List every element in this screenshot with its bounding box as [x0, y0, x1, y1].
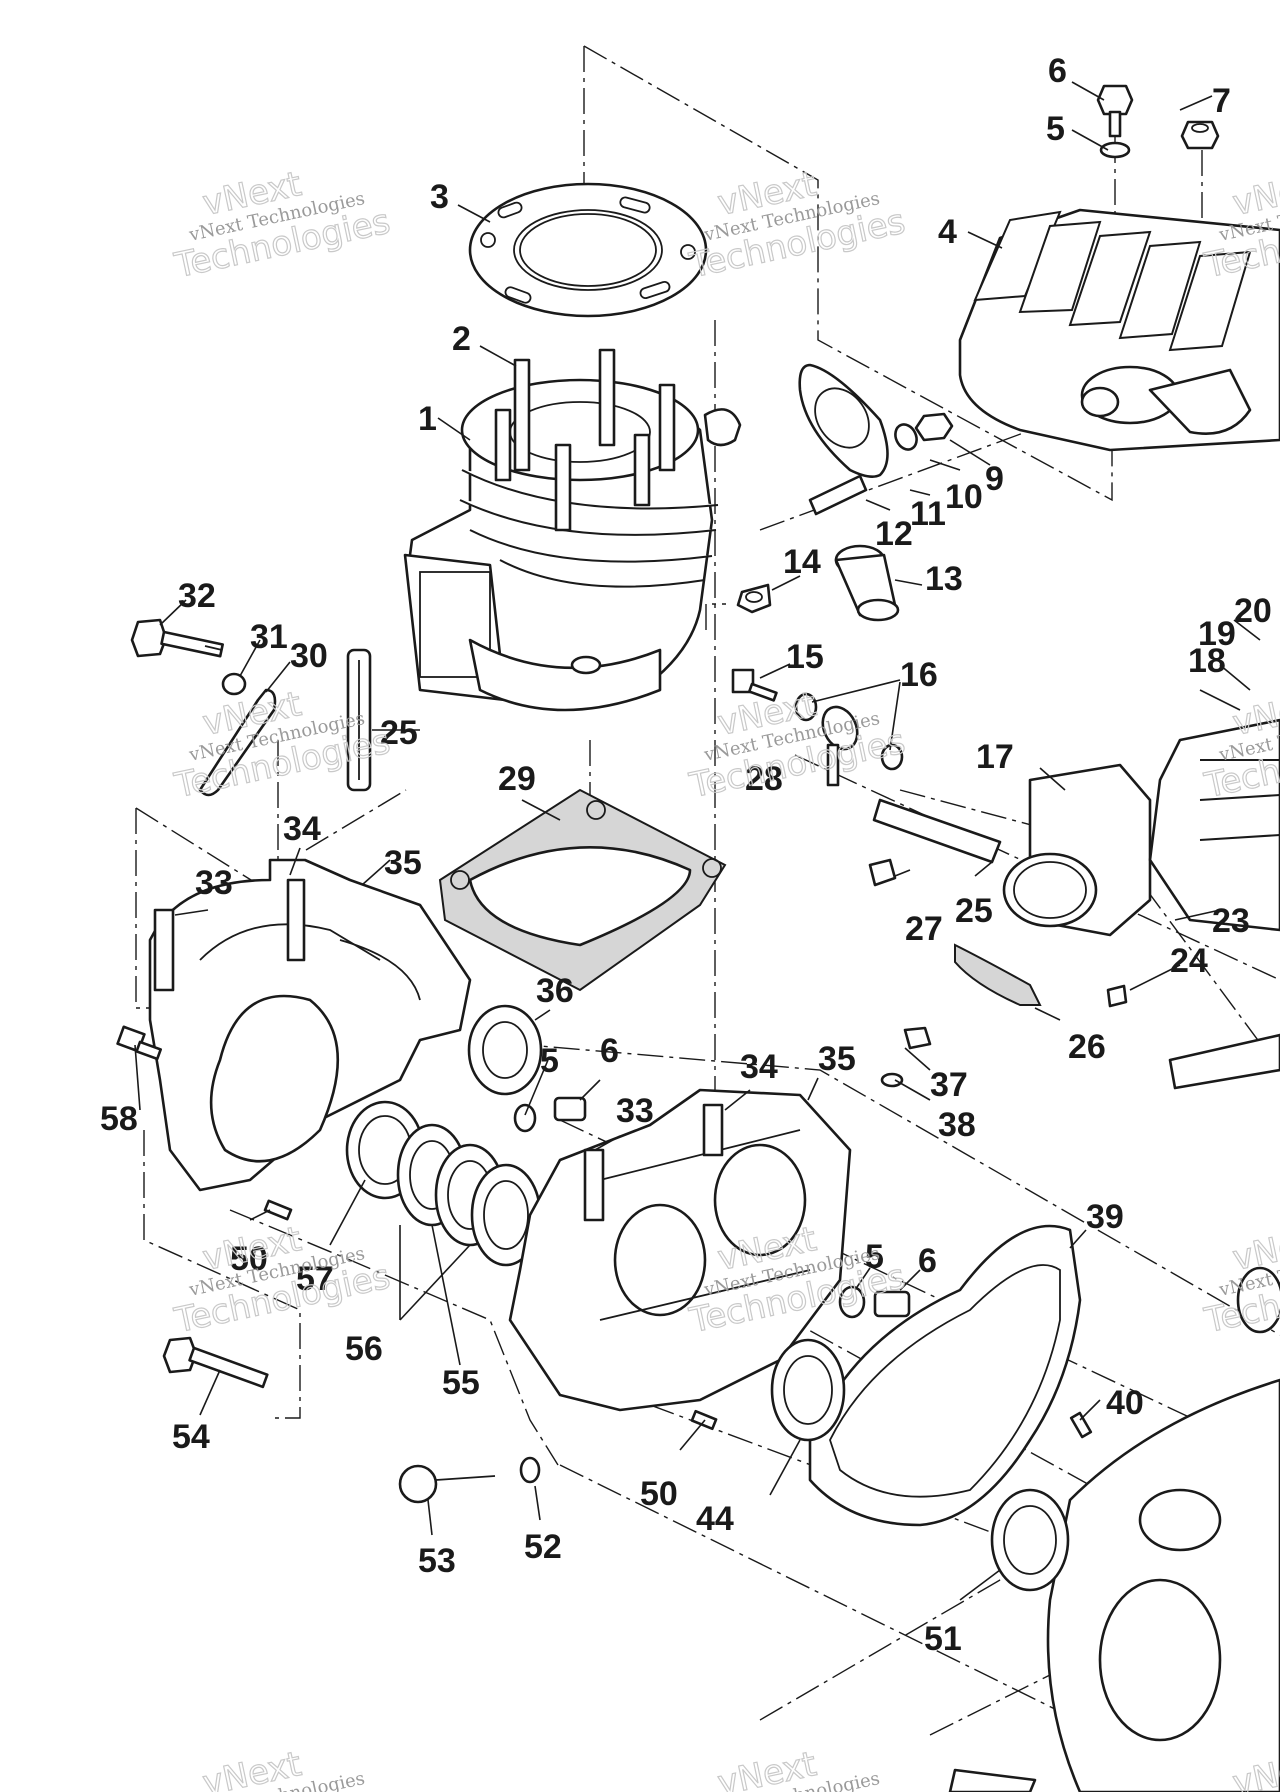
callout-19: 19	[1198, 615, 1236, 653]
callout-2: 2	[452, 320, 471, 358]
callout-7: 7	[1212, 82, 1231, 120]
small-hardware	[116, 1025, 1093, 1792]
watermark-9: vNext vNext Technologies Technologies	[1200, 1219, 1280, 1342]
callout-31: 31	[250, 618, 288, 656]
callout-1: 1	[418, 400, 437, 438]
head-gasket	[468, 182, 708, 318]
callout-17: 17	[976, 738, 1014, 776]
callout-40: 40	[1106, 1384, 1144, 1422]
watermark-11: vNext vNext Technologies	[702, 1744, 882, 1792]
callout-15: 15	[786, 638, 824, 676]
callout-33a: 33	[195, 864, 233, 902]
callout-56: 56	[345, 1330, 383, 1368]
right-crankcase	[1046, 1266, 1280, 1792]
callout-58: 58	[100, 1100, 138, 1138]
callout-23: 23	[1212, 902, 1250, 940]
callout-6b: 6	[600, 1032, 619, 1070]
callout-27: 27	[905, 910, 943, 948]
watermark-1: vNext vNext Technologies Technologies	[170, 164, 394, 287]
callout-28: 28	[745, 760, 783, 798]
callout-37: 37	[930, 1066, 968, 1104]
callout-35b: 35	[818, 1040, 856, 1078]
callout-51: 51	[924, 1620, 962, 1658]
callout-53: 53	[418, 1542, 456, 1580]
callout-30: 30	[290, 637, 328, 675]
callout-25b: 25	[955, 892, 993, 930]
center-crankcase	[508, 1088, 852, 1412]
callout-52: 52	[524, 1528, 562, 1566]
callout-54: 54	[172, 1418, 210, 1456]
callout-24: 24	[1170, 942, 1208, 980]
exhaust-stub	[736, 544, 900, 622]
callout-5a: 5	[1046, 110, 1065, 148]
crank-bearings	[770, 1338, 1070, 1592]
callout-6c: 6	[918, 1242, 937, 1280]
watermark-5: vNext vNext Technologies Technologies	[685, 684, 909, 807]
callout-25a: 25	[380, 714, 418, 752]
callout-29: 29	[498, 760, 536, 798]
callout-20: 20	[1234, 592, 1272, 630]
callout-12: 12	[875, 515, 913, 553]
callout-6a: 6	[1048, 52, 1067, 90]
hose-clamps	[346, 648, 1280, 1090]
watermark-7: vNext vNext Technologies Technologies	[170, 1219, 394, 1342]
callout-11: 11	[910, 495, 946, 533]
center-gasket	[808, 1224, 1082, 1527]
callout-14: 14	[783, 543, 821, 581]
head-bolts-and-nuts	[1096, 84, 1220, 159]
callout-5c: 5	[865, 1238, 884, 1276]
callout-57: 57	[296, 1260, 334, 1298]
bearings-and-seals	[345, 1004, 543, 1267]
cylinder-studs	[494, 348, 676, 532]
callout-18: 18	[1188, 642, 1226, 680]
watermark-2: vNext vNext Technologies Technologies	[685, 164, 909, 287]
base-gasket	[438, 788, 727, 992]
callout-36: 36	[536, 972, 574, 1010]
bolt-32	[130, 618, 277, 797]
callout-16: 16	[900, 656, 938, 694]
callout-10: 10	[945, 478, 983, 516]
callout-32: 32	[178, 577, 216, 615]
callout-35a: 35	[384, 844, 422, 882]
callout-34a: 34	[283, 810, 321, 848]
callout-50b: 50	[640, 1475, 678, 1513]
callout-39: 39	[1086, 1198, 1124, 1236]
callout-50a: 50	[230, 1240, 268, 1278]
cylinder-head	[958, 208, 1280, 452]
exhaust-flange-parts	[798, 363, 954, 516]
callout-4: 4	[938, 213, 957, 251]
callout-44: 44	[696, 1500, 734, 1538]
leader-lines	[134, 81, 1261, 1601]
callout-34b: 34	[740, 1048, 778, 1086]
callout-3: 3	[430, 178, 449, 216]
callout-33b: 33	[616, 1092, 654, 1130]
fittings	[731, 668, 904, 787]
callout-5b: 5	[540, 1042, 559, 1080]
left-crankcase	[148, 858, 472, 1192]
callout-55: 55	[442, 1364, 480, 1402]
intake-manifold	[1002, 718, 1280, 937]
callout-38: 38	[938, 1106, 976, 1144]
callout-26: 26	[1068, 1028, 1106, 1066]
callout-labels: 1 2 3 4 5 6 7 9 10 11 12 13 14 15 16 17 …	[100, 52, 1272, 1658]
callout-13: 13	[925, 560, 963, 598]
watermark-10: vNext vNext Technologies	[187, 1744, 367, 1792]
callout-9: 9	[985, 460, 1004, 498]
